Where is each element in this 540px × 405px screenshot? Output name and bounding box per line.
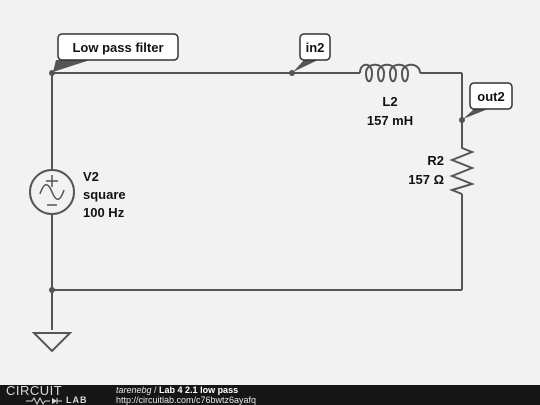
resistor-value: 157 Ω bbox=[408, 172, 444, 187]
node-label-out2[interactable]: out2 bbox=[463, 82, 513, 119]
inductor-symbol[interactable] bbox=[359, 63, 421, 83]
junction-dot bbox=[49, 287, 55, 293]
footer-separator: / bbox=[151, 385, 160, 395]
resistor-name: R2 bbox=[427, 153, 444, 168]
svg-text:out2: out2 bbox=[477, 89, 504, 104]
circuit-title[interactable]: Lab 4 2.1 low pass bbox=[159, 385, 239, 395]
footer-info: tarenebg / Lab 4 2.1 low pass http://cir… bbox=[116, 386, 256, 405]
source-type: square bbox=[83, 187, 126, 202]
schematic-canvas: Low pass filter in2 out2 L2 157 mH R2 15… bbox=[29, 33, 513, 353]
source-frequency: 100 Hz bbox=[83, 205, 125, 220]
resistor-diode-icon bbox=[26, 397, 62, 405]
inductor-value: 157 mH bbox=[367, 113, 413, 128]
footer-bar: CIRCUIT LAB tarenebg / Lab 4 2.1 low pas… bbox=[0, 383, 540, 405]
node-label-low-pass-filter[interactable]: Low pass filter bbox=[53, 33, 179, 72]
inductor-name: L2 bbox=[382, 94, 397, 109]
ground-icon bbox=[31, 332, 73, 353]
svg-text:in2: in2 bbox=[306, 40, 325, 55]
author-name[interactable]: tarenebg bbox=[116, 385, 152, 395]
circuit-url[interactable]: http://circuitlab.com/c76bwtz6ayafq bbox=[116, 395, 257, 405]
circuitlab-logo: CIRCUIT LAB bbox=[6, 383, 88, 405]
svg-text:Low pass filter: Low pass filter bbox=[72, 40, 163, 55]
junction-dot bbox=[459, 117, 465, 123]
source-name: V2 bbox=[83, 169, 99, 184]
voltage-source-symbol[interactable] bbox=[29, 169, 75, 215]
wires bbox=[51, 72, 463, 330]
node-label-in2[interactable]: in2 bbox=[293, 33, 331, 72]
resistor-symbol[interactable] bbox=[448, 144, 476, 195]
